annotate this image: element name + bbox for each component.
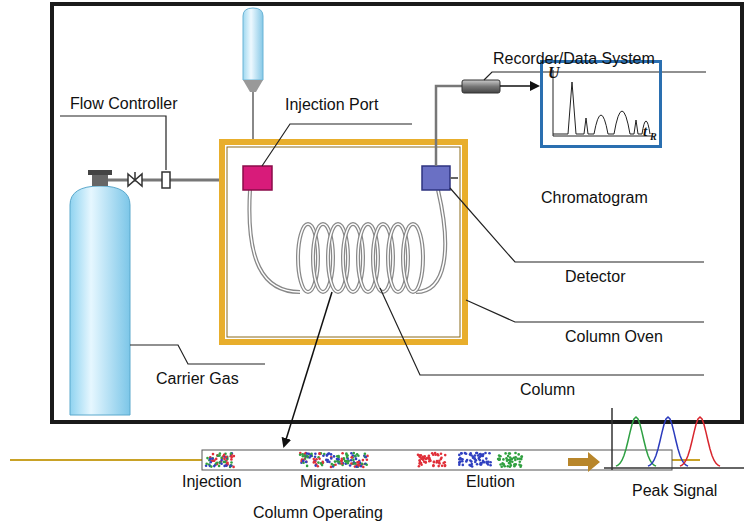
column-section — [202, 450, 672, 470]
leader-lines — [60, 72, 706, 375]
analyte-bands — [205, 452, 523, 469]
plot-title: Chromatogram — [541, 189, 648, 207]
column-oven — [222, 142, 465, 342]
part-label: Injection Port — [285, 96, 378, 114]
chromatogram-box: UtRChromatogram — [540, 60, 662, 148]
part-label: Column — [520, 381, 575, 399]
chromatogram-plot — [553, 70, 652, 136]
peak-signal-plot — [604, 408, 744, 470]
part-label: Recorder/Data System — [493, 50, 655, 68]
lead-line — [10, 459, 202, 461]
stage-label: Elution — [466, 473, 515, 491]
part-label: Column Oven — [565, 328, 663, 346]
part-label: Flow Controller — [70, 95, 178, 113]
axis-label: R — [650, 131, 657, 143]
signal-wire — [436, 86, 462, 166]
flow-controller — [162, 172, 170, 188]
signal-arrow — [500, 85, 538, 87]
part-label: Carrier Gas — [156, 370, 239, 388]
recorder — [462, 80, 500, 93]
injection-port — [243, 166, 272, 190]
oven-inner-edge — [227, 147, 460, 337]
gas-cylinder — [70, 170, 130, 415]
detector-block — [422, 166, 450, 190]
axis-label: t — [643, 123, 647, 140]
column-coil — [249, 190, 445, 292]
part-label: Detector — [565, 268, 625, 286]
stage-label: Injection — [182, 473, 242, 491]
stage-label: Peak Signal — [632, 482, 717, 500]
stage-label: Migration — [300, 473, 366, 491]
detail-pointer — [284, 292, 332, 446]
flow-arrow — [568, 452, 600, 472]
stage-label: Column Operating — [253, 504, 383, 522]
instrument-frame — [52, 4, 742, 422]
